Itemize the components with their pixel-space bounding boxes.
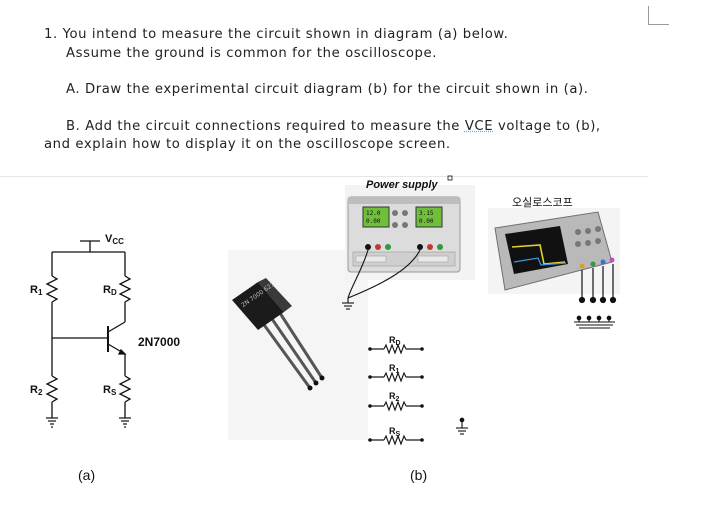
resistor-rs: RS [368,426,424,446]
r2-b-label: R2 [389,391,400,403]
rs-label: RS [103,384,117,397]
oscilloscope-device [488,208,620,294]
transistor-label: 2N7000 [138,335,180,349]
power-supply-label: Power supply [366,179,438,191]
rd-label: RD [103,284,117,297]
page-corner-mark [648,6,669,25]
ground-icon [342,298,354,310]
question-line-1: 1. You intend to measure the circuit sho… [44,27,509,42]
r1-b-label: R1 [389,363,400,375]
ground-icon [46,417,58,428]
part-b-text-end: voltage to (b), [493,119,601,134]
ps-display-left-current: 0.00 [366,218,381,225]
caption-b: (b) [410,467,427,483]
ps-display-right: 3.15 [419,210,434,217]
small-square-icon [447,175,453,181]
resistor-r1: R1 [368,363,424,383]
schematic-a [45,240,132,418]
rd-b-label: RD [389,335,401,347]
ground-icon [456,417,468,435]
caption-a: (a) [78,467,95,483]
question-line-2: Assume the ground is common for the osci… [66,46,437,61]
r2-label: R2 [30,384,43,397]
power-supply-device: 12.0 0.00 3.15 0.00 [347,196,461,273]
question-part-a: A. Draw the experimental circuit diagram… [66,82,589,97]
ps-display-right-current: 0.00 [419,218,434,225]
rs-b-label: RS [389,426,401,438]
oscilloscope-label: 오실로스코프 [512,196,573,209]
probe-leads [578,264,617,304]
question-part-b: B. Add the circuit connections required … [66,119,601,134]
part-b-text: B. Add the circuit connections required … [66,119,465,134]
vce-term: VCE [464,119,494,134]
vcc-label: VCC [105,233,124,246]
resistor-rd: RD [368,335,424,355]
divider [0,176,648,177]
r1-label: R1 [30,284,43,297]
ps-display-left: 12.0 [366,210,381,217]
probe-grounds [574,315,615,329]
ground-icon [119,417,131,428]
resistor-r2: R2 [368,391,424,412]
question-part-b-line-2: and explain how to display it on the osc… [44,137,451,152]
photo-background [228,250,368,440]
circuit-figure: VCC R1 RD 2N7000 R2 RS (a) 2N 7000 621 P… [30,175,620,483]
